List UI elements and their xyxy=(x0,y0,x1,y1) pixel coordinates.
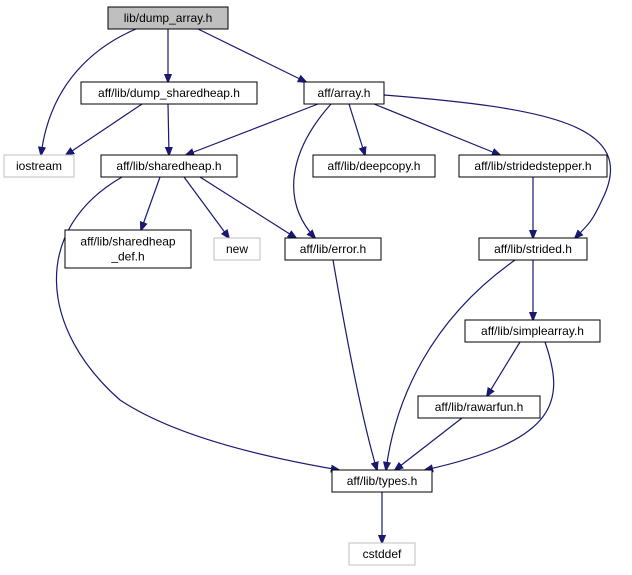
edge-sharedheap-to-new xyxy=(183,176,229,238)
node-box xyxy=(348,542,416,566)
node-box xyxy=(417,395,541,419)
node-box xyxy=(80,81,258,105)
node-label: aff/lib/simplearray.h xyxy=(481,324,584,338)
node-label: aff/lib/strided.h xyxy=(494,242,572,256)
edge-sharedheap-to-error xyxy=(199,176,296,238)
edge-dump_sharedheap-to-iostream xyxy=(66,103,143,155)
node-label: aff/lib/deepcopy.h xyxy=(328,159,421,173)
node-box xyxy=(107,6,229,30)
node-label: iostream xyxy=(16,159,62,173)
edge-rawarfun-to-types xyxy=(395,417,463,470)
node-simplearray[interactable]: aff/lib/simplearray.h xyxy=(464,319,601,343)
node-box xyxy=(284,237,382,261)
node-box xyxy=(331,469,433,493)
edge-dump_sharedheap-to-sharedheap xyxy=(168,103,169,155)
edge-dump_array-to-array xyxy=(197,28,306,82)
node-box xyxy=(213,237,261,261)
node-box xyxy=(478,237,588,261)
node-error[interactable]: aff/lib/error.h xyxy=(284,237,382,261)
node-strided[interactable]: aff/lib/strided.h xyxy=(478,237,588,261)
edge-array-to-strided xyxy=(383,94,612,238)
node-label: aff/lib/sharedheap xyxy=(80,235,176,249)
node-sharedheap_def[interactable]: aff/lib/sharedheap_def.h xyxy=(64,229,192,269)
edge-simplearray-to-rawarfun xyxy=(487,341,521,396)
node-sharedheap[interactable]: aff/lib/sharedheap.h xyxy=(100,154,238,178)
edge-sharedheap-to-types xyxy=(55,176,339,470)
node-dump_array[interactable]: lib/dump_array.h xyxy=(107,6,229,30)
node-label: aff/lib/rawarfun.h xyxy=(435,400,524,414)
node-rawarfun[interactable]: aff/lib/rawarfun.h xyxy=(417,395,541,419)
node-label: lib/dump_array.h xyxy=(124,11,213,25)
edge-array-to-error xyxy=(293,103,332,238)
edge-simplearray-to-types xyxy=(425,341,555,470)
node-stridedstepper[interactable]: aff/lib/stridedstepper.h xyxy=(458,154,608,178)
node-label: _def.h xyxy=(110,250,144,264)
node-box xyxy=(312,154,436,178)
edge-dump_array-to-iostream xyxy=(41,28,137,155)
node-label: cstddef xyxy=(363,547,402,561)
node-label: aff/lib/sharedheap.h xyxy=(116,159,221,173)
edge-sharedheap-to-sharedheap_def xyxy=(141,176,161,230)
nodes-layer: lib/dump_array.h iostream aff/lib/dump_sha… xyxy=(3,6,608,566)
node-types[interactable]: aff/lib/types.h xyxy=(331,469,433,493)
node-box xyxy=(3,154,75,178)
node-cstddef: cstddef xyxy=(348,542,416,566)
node-label: new xyxy=(226,242,248,256)
node-label: aff/lib/error.h xyxy=(300,242,366,256)
node-iostream: iostream xyxy=(3,154,75,178)
node-box xyxy=(458,154,608,178)
edge-array-to-deepcopy xyxy=(348,103,365,155)
edge-array-to-stridedstepper xyxy=(373,103,500,155)
edge-strided-to-types xyxy=(386,259,516,470)
node-box xyxy=(100,154,238,178)
node-box xyxy=(303,81,385,105)
node-label: aff/lib/dump_sharedheap.h xyxy=(98,86,240,100)
node-label: aff/array.h xyxy=(318,86,371,100)
node-array[interactable]: aff/array.h xyxy=(303,81,385,105)
node-new: new xyxy=(213,237,261,261)
edge-error-to-types xyxy=(332,259,377,470)
node-label: aff/lib/stridedstepper.h xyxy=(474,159,591,173)
node-box xyxy=(464,319,601,343)
edge-array-to-sharedheap xyxy=(186,103,319,155)
edges-layer xyxy=(41,28,612,543)
node-box xyxy=(64,229,192,269)
node-dump_sharedheap[interactable]: aff/lib/dump_sharedheap.h xyxy=(80,81,258,105)
node-deepcopy[interactable]: aff/lib/deepcopy.h xyxy=(312,154,436,178)
node-label: aff/lib/types.h xyxy=(347,474,418,488)
